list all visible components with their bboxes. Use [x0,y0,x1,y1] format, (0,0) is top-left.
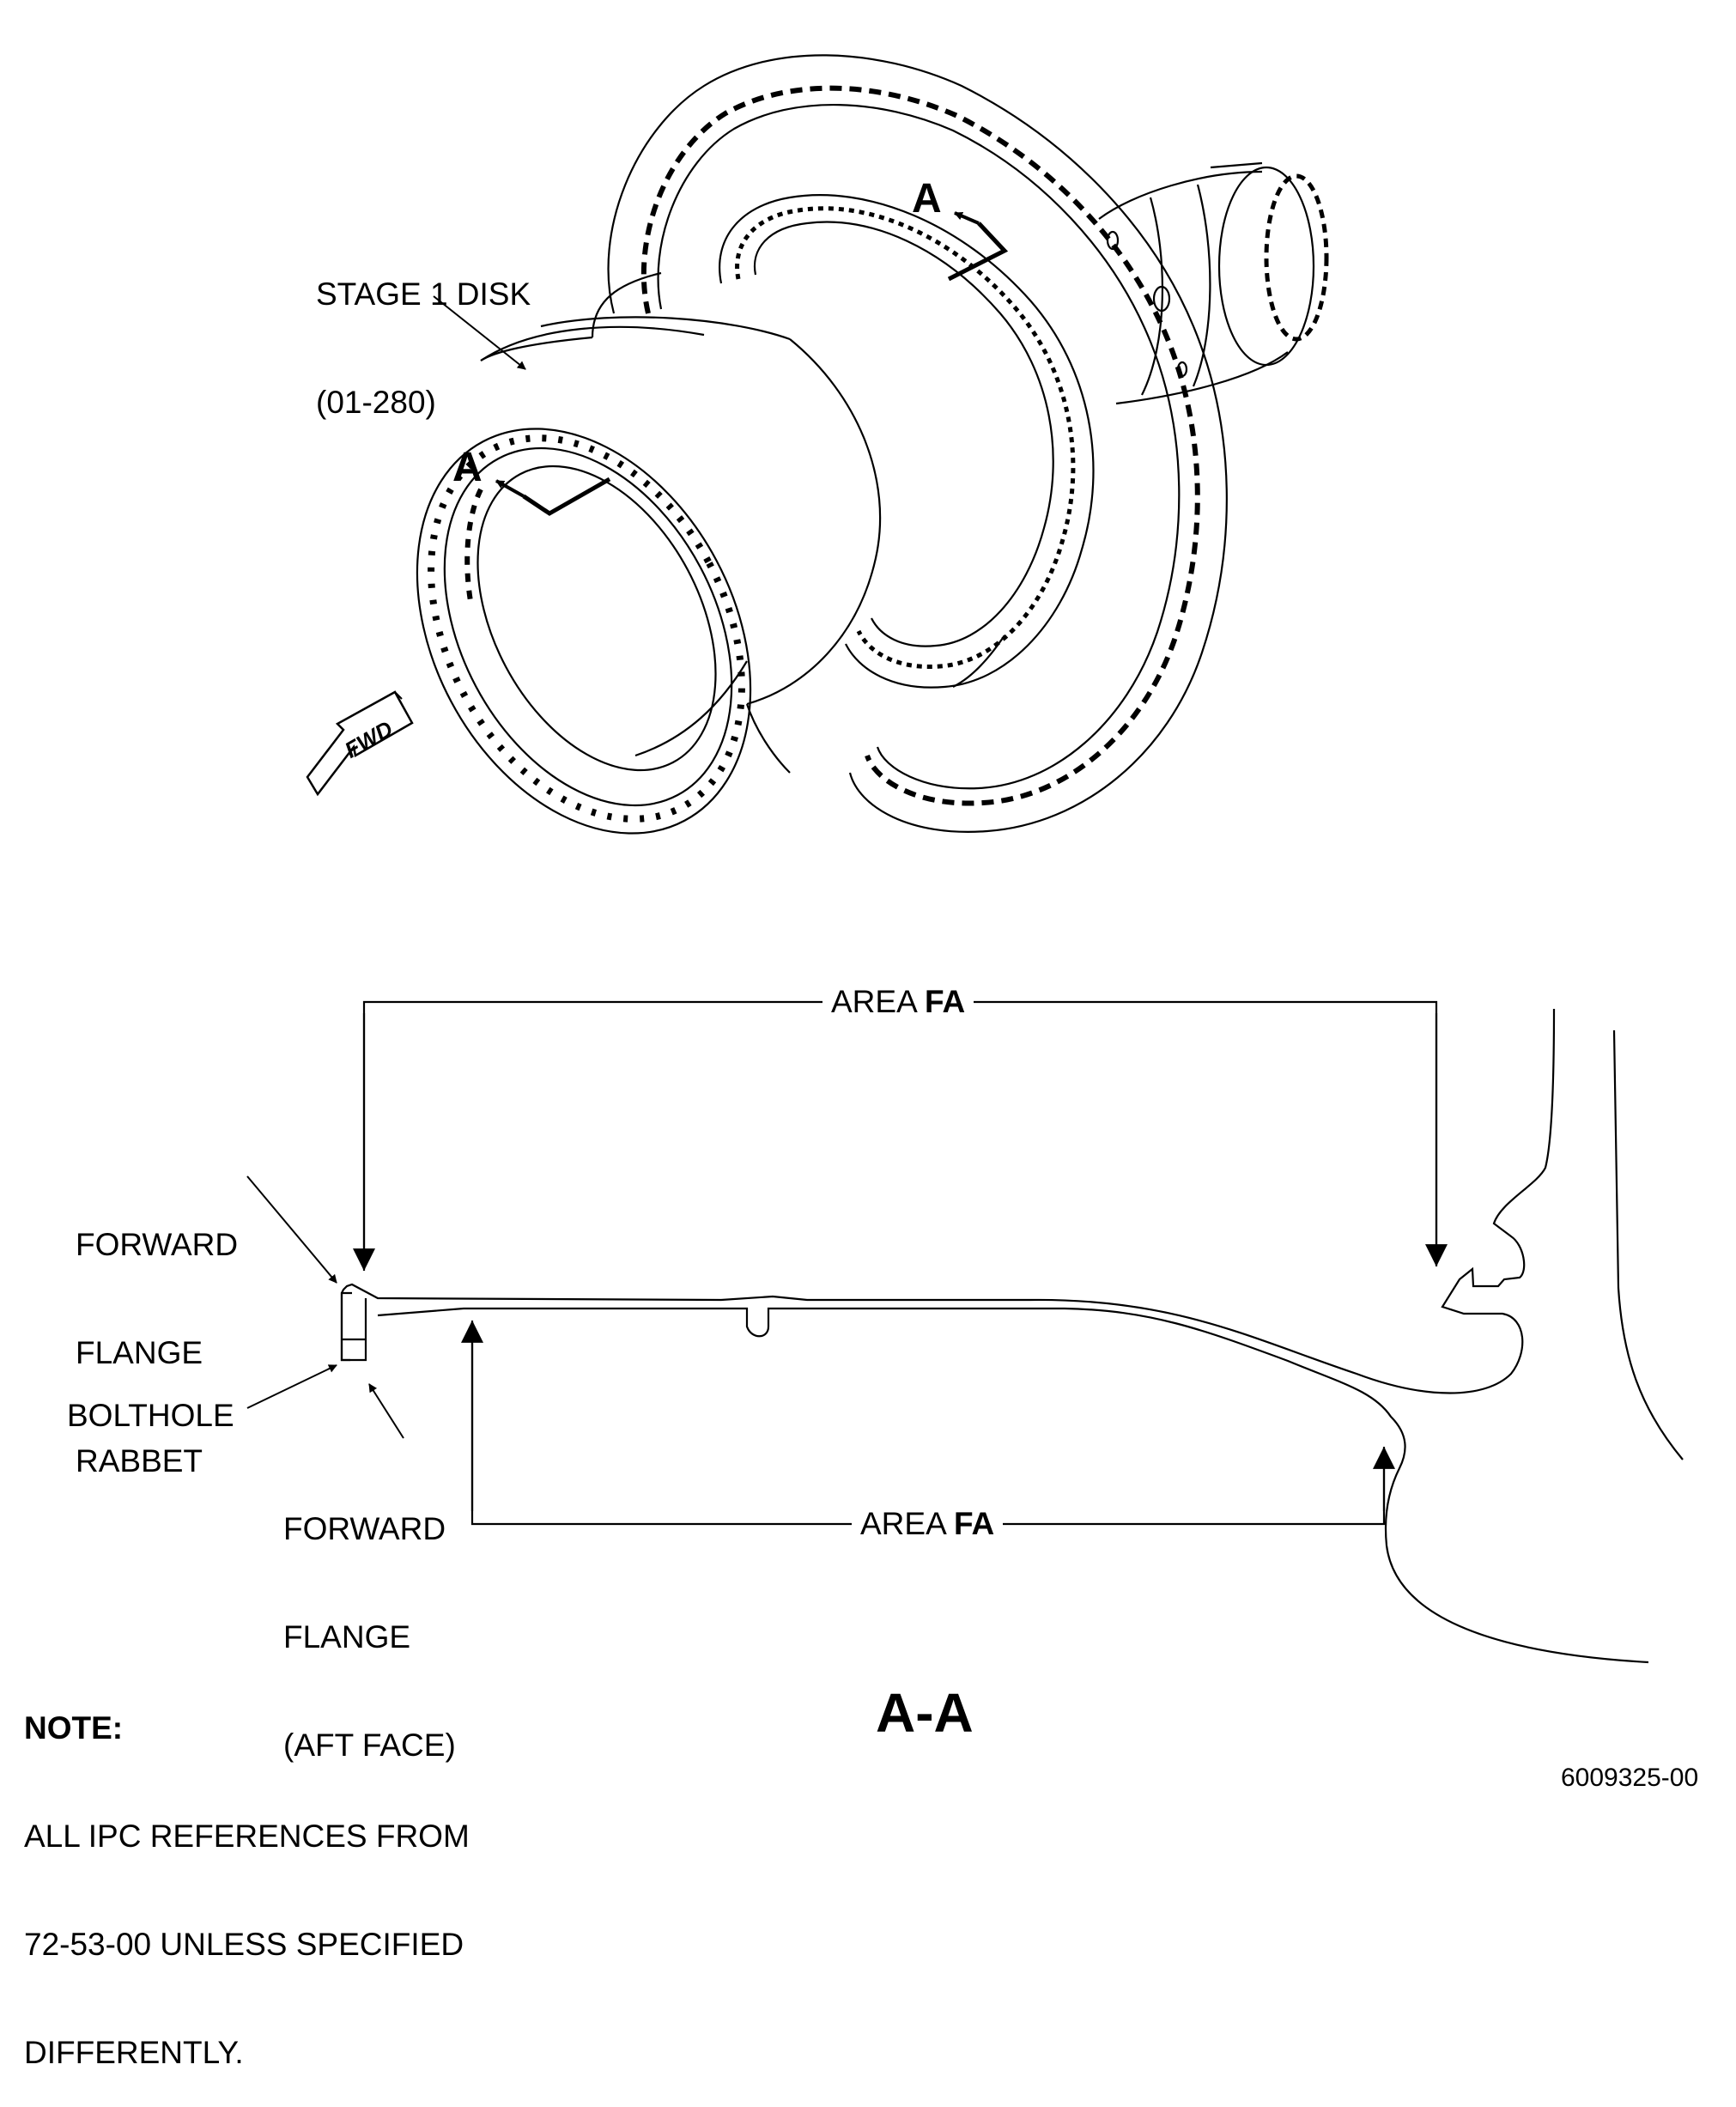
fwd-arrow-icon [306,690,414,797]
flange-lower-edge [377,1307,1649,1664]
disk-web-ring [719,194,1095,689]
note-line1: ALL IPC REFERENCES FROM [24,1819,470,1854]
figure-number: 6009325-00 [1561,1764,1699,1792]
stage1-leader [433,295,526,370]
area-fa-top-prefix: AREA [831,984,925,1019]
aft-face-line1: FORWARD [283,1511,446,1546]
note-line3: DIFFERENTLY. [24,2035,244,2070]
note-line2: 72-53-00 UNLESS SPECIFIED [24,1927,464,1962]
forward-flange-rabbet-label: FORWARD FLANGE RABBET [76,1155,238,1515]
stage1-label-line1: STAGE 1 DISK [316,276,531,312]
section-a-a-profile [246,1000,1684,1664]
stage1-disk-isometric [306,54,1329,835]
forward-flange-ring [416,428,752,835]
section-title: A-A [876,1682,974,1744]
disk-outer-rim [607,54,1228,833]
area-fa-top-bracket [362,1000,1438,1271]
section-mark-upper: A [912,176,942,222]
rabbet-line3: RABBET [76,1443,203,1479]
flange-face [340,1293,367,1362]
rabbet-line1: FORWARD [76,1227,239,1262]
forward-arm-cylinder [480,271,1005,774]
rabbet-leader [246,1175,337,1284]
area-fa-bottom-prefix: AREA [860,1506,954,1541]
section-cut-lower [495,477,611,516]
stage1-disk-label: STAGE 1 DISK (01-280) [316,204,531,457]
area-fa-bottom-bracket [470,1321,1386,1526]
bolthole-label: BOLTHOLE [67,1398,234,1433]
bolthole-leader [246,1364,337,1409]
note-block: NOTE: ALL IPC REFERENCES FROM 72-53-00 U… [24,1638,470,2107]
forward-flange [340,1008,1556,1394]
section-cut-upper [947,211,1009,282]
diagram-canvas [246,54,1684,1664]
area-fa-bottom-label: AREA FA [852,1506,1004,1542]
note-heading: NOTE: [24,1710,124,1746]
aft-shaft [1098,161,1329,405]
aft-face-line2: FLANGE [283,1619,411,1655]
section-mark-lower: A [452,445,483,490]
area-fa-bottom-code: FA [954,1506,995,1541]
rabbet-line2: FLANGE [76,1335,203,1370]
forward-flange-aft-face-label: FORWARD FLANGE (AFT FACE) [283,1439,456,1800]
aft-face-line3: (AFT FACE) [283,1727,456,1763]
area-fa-top-code: FA [925,984,966,1019]
disk-web-right [1612,1029,1684,1460]
stage1-label-line2: (01-280) [316,385,436,420]
aft-face-leader [368,1383,404,1439]
area-fa-top-label: AREA FA [822,984,974,1020]
